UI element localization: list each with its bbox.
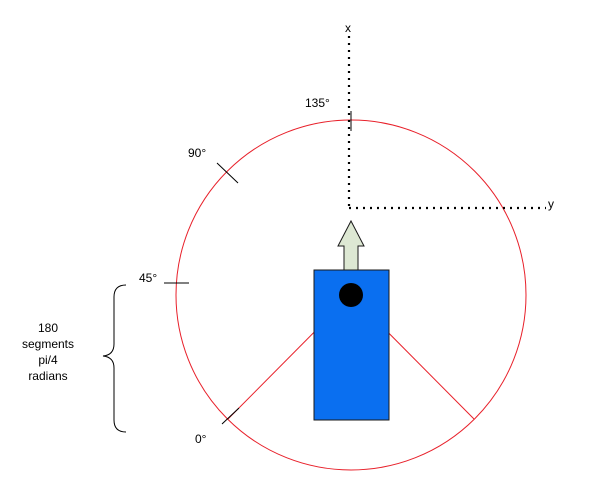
tick-0 bbox=[221, 407, 240, 425]
segments-annotation: 180 segments pi/4 radians bbox=[2, 320, 94, 384]
angle-label-135: 135° bbox=[305, 96, 330, 110]
sensor-dot-icon bbox=[339, 283, 363, 307]
annotation-line-1: 180 bbox=[37, 321, 59, 335]
angle-label-90: 90° bbox=[188, 146, 206, 160]
annotation-line-4: radians bbox=[28, 369, 68, 383]
annotation-line-3: pi/4 bbox=[38, 353, 58, 367]
segment-brace bbox=[102, 284, 127, 433]
angle-label-0: 0° bbox=[195, 432, 207, 446]
annotation-line-2: segments bbox=[21, 337, 75, 351]
angle-label-45: 45° bbox=[139, 271, 157, 285]
y-axis-label: y bbox=[548, 197, 554, 211]
tick-90 bbox=[216, 162, 239, 184]
x-axis-label: x bbox=[345, 21, 351, 35]
up-arrow-icon bbox=[337, 219, 365, 271]
